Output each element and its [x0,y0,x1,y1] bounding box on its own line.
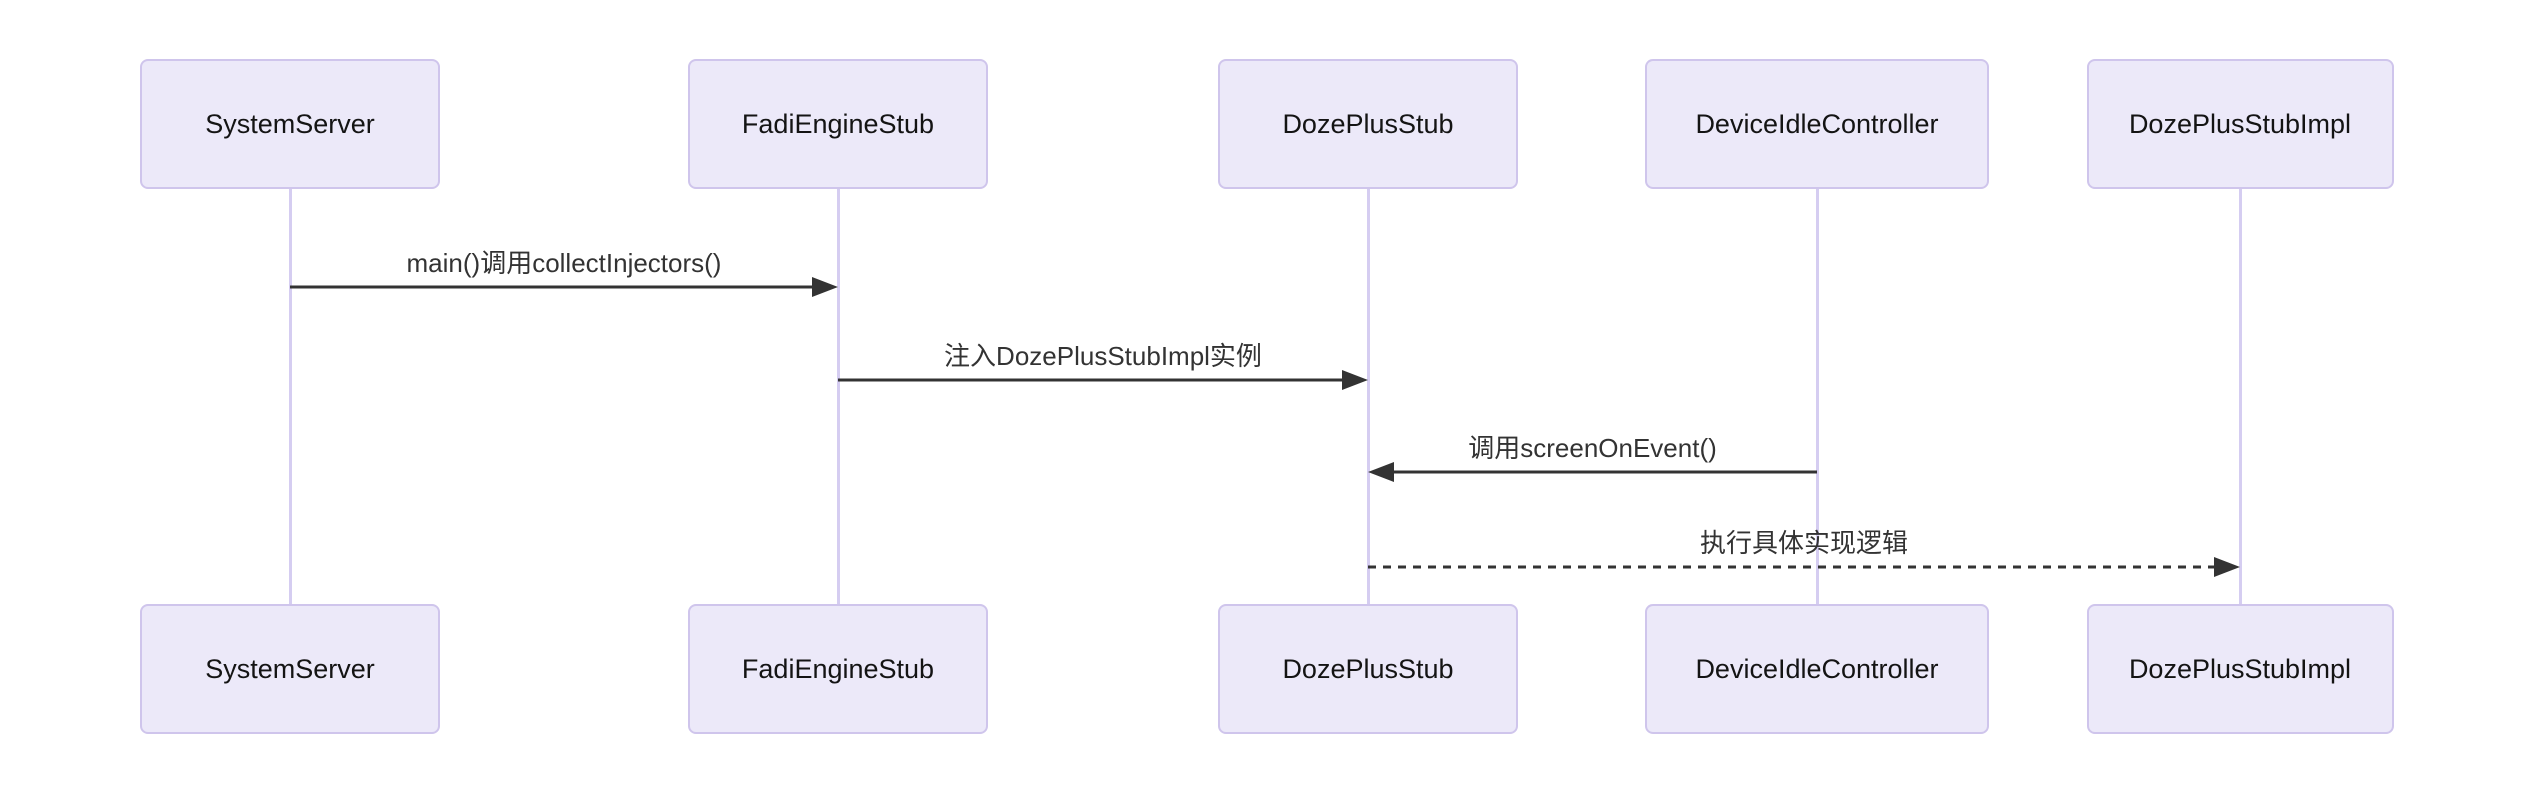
actor-box-bottom-dozeplusstub: DozePlusStub [1218,604,1518,734]
message-arrowhead-4 [2214,557,2240,577]
message-arrowhead-1 [812,277,838,297]
actor-box-top-fadienginestub: FadiEngineStub [688,59,988,189]
lifeline-dozeplusstub [1366,188,1370,605]
actor-box-top-deviceidlecontroller: DeviceIdleController [1645,59,1989,189]
actor-label: SystemServer [205,108,375,139]
lifeline-dozeplusstubimpl [2238,188,2242,605]
lifeline-deviceidlecontroller [1815,188,1819,605]
lifeline-fadienginestub [836,188,840,605]
actor-box-bottom-deviceidlecontroller: DeviceIdleController [1645,604,1989,734]
actor-label: FadiEngineStub [741,653,935,684]
actor-label: DozePlusStubImpl [2128,108,2352,139]
message-label-3: 调用screenOnEvent() [1468,433,1717,463]
actor-box-bottom-fadienginestub: FadiEngineStub [688,604,988,734]
message-label-1: main()调用collectInjectors() [406,248,722,278]
message-label-2: 注入DozePlusStubImpl实例 [944,341,1262,371]
message-arrowhead-3 [1368,462,1394,482]
actor-label: DeviceIdleController [1695,108,1939,139]
lifeline-systemserver [288,188,292,605]
actor-label: DozePlusStubImpl [2128,653,2352,684]
actor-label: DozePlusStub [1282,653,1454,684]
message-label-4: 执行具体实现逻辑 [1699,528,1909,558]
actor-label: DozePlusStub [1282,108,1454,139]
message-arrowhead-2 [1342,370,1368,390]
actor-box-bottom-systemserver: SystemServer [140,604,440,734]
actor-box-top-systemserver: SystemServer [140,59,440,189]
actor-label: SystemServer [205,653,375,684]
actor-box-bottom-dozeplusstubimpl: DozePlusStubImpl [2086,604,2394,734]
actor-label: DeviceIdleController [1695,653,1939,684]
actor-box-top-dozeplusstub: DozePlusStub [1218,59,1518,189]
actor-label: FadiEngineStub [741,108,935,139]
actor-box-top-dozeplusstubimpl: DozePlusStubImpl [2086,59,2394,189]
